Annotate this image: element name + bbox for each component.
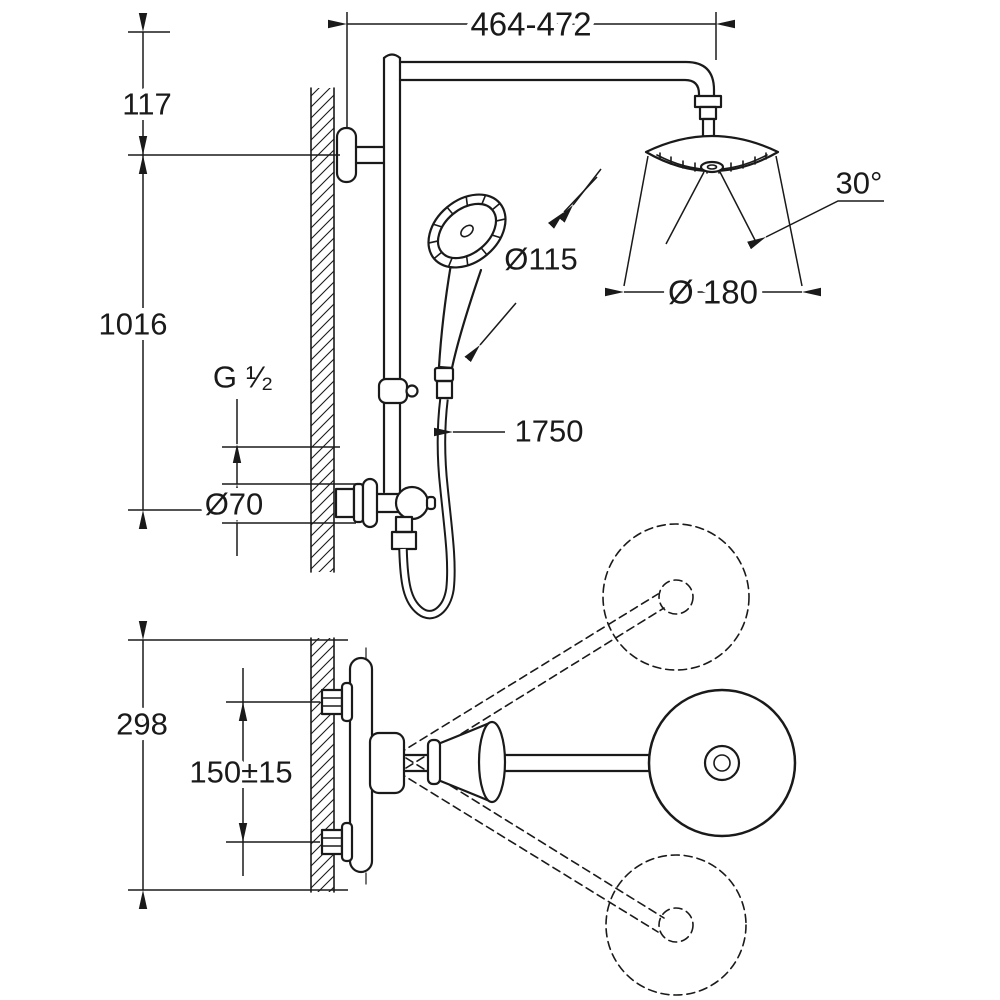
wall-bracket: [335, 126, 386, 184]
hose-nut-valve: [390, 530, 418, 551]
hand-shower-handle: [437, 262, 483, 370]
dim-width-range-label: 464-472: [470, 6, 591, 43]
dim-flange-diameter: Ø70: [199, 452, 356, 556]
head-position-up: [602, 523, 750, 671]
dim-hose-length: 1750: [434, 408, 589, 454]
dim-rail-height-label: 1016: [99, 307, 168, 342]
dim-spray-angle: 30°: [747, 160, 888, 250]
dim-head-drop: 117: [117, 12, 177, 174]
dim-plan-height: 298: [111, 621, 348, 909]
dim-plan-height-label: 298: [116, 707, 168, 742]
shower-arm-outer: [398, 60, 716, 98]
shower-hose: [398, 398, 456, 620]
hand-shower-plan: [426, 720, 507, 804]
hand-shower: [427, 193, 507, 370]
plan-view: [310, 523, 797, 996]
dim-hand-shower-diameter-label: Ø115: [504, 242, 578, 277]
dim-head-diameter: Ø 180: [605, 155, 821, 316]
dim-rail-height: 1016: [93, 136, 340, 529]
head-position-down: [605, 854, 747, 996]
valve-plan: [320, 656, 374, 874]
inlet-union-top: [320, 681, 354, 723]
dimensions-front: 464-472 117 1016 G ¹⁄₂ Ø70: [93, 0, 888, 556]
head-ball-joint: [698, 105, 718, 121]
overhead-shower-head: [644, 94, 780, 174]
front-elevation-view: [310, 53, 780, 620]
inlet-union-bottom: [320, 821, 354, 863]
dimensions-plan: 298 150±15: [111, 621, 348, 909]
dim-hose-length-label: 1750: [515, 414, 584, 449]
wall-union: [334, 487, 356, 519]
head-position-current: [647, 688, 797, 838]
valve-faceplate-plan: [348, 656, 374, 874]
head-union-nut: [693, 94, 723, 109]
valve-handle: [394, 485, 430, 521]
dim-inlet-spacing: 150±15: [184, 668, 320, 876]
dim-thread-size: G ¹⁄₂: [207, 354, 340, 463]
head-hub: [699, 160, 725, 174]
glide-holder: [377, 377, 419, 405]
wall-section-front: [310, 87, 335, 573]
valve-outlet: [394, 515, 414, 534]
dim-head-diameter-label: Ø 180: [668, 274, 758, 311]
shower-arm-inner: [398, 78, 701, 98]
dim-hand-shower-diameter: Ø115: [464, 168, 602, 363]
thermostat-valve: [334, 477, 437, 551]
dim-width-range: 464-472: [328, 0, 735, 128]
dim-inlet-spacing-label: 150±15: [189, 755, 292, 790]
head-stem: [701, 117, 716, 139]
valve-body-plan: [368, 731, 406, 795]
dim-head-drop-label: 117: [122, 87, 171, 122]
hand-shower-face: [427, 193, 507, 269]
spray-cone: [665, 171, 758, 245]
valve-flange: [361, 477, 379, 529]
dim-thread-size-label: G ¹⁄₂: [213, 360, 273, 395]
shower-rail: [382, 53, 716, 494]
union-escutcheon: [352, 482, 365, 524]
dim-spray-angle-label: 30°: [836, 166, 883, 201]
dim-flange-diameter-label: Ø70: [205, 487, 264, 522]
hand-shower-hose-nut: [433, 366, 455, 400]
head-body: [644, 134, 780, 172]
